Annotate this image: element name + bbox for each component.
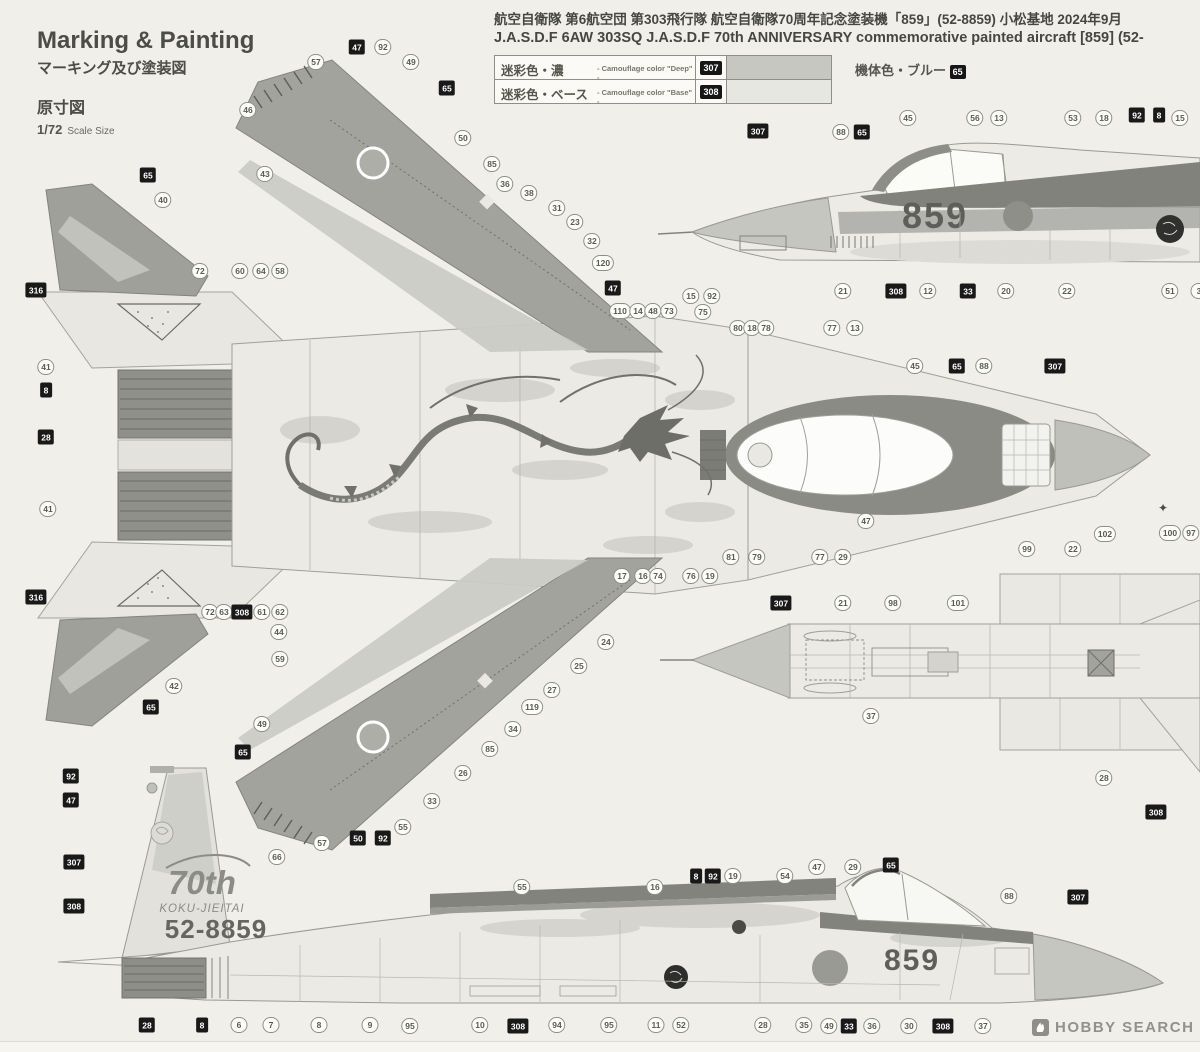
aircraft-header-english: J.A.S.D.F 6AW 303SQ J.A.S.D.F 70th ANNIV… bbox=[494, 30, 1144, 46]
nose-number-side: 859 bbox=[902, 195, 968, 236]
aircraft-header-japanese: 航空自衛隊 第6航空団 第303飛行隊 航空自衛隊70周年記念塗装機「859」(… bbox=[494, 12, 1122, 27]
hinomaru-profile bbox=[812, 950, 848, 986]
tail-emblem bbox=[150, 821, 174, 845]
star-icon: ✦ bbox=[1157, 501, 1169, 515]
watermark: HOBBY SEARCH bbox=[1032, 1019, 1194, 1036]
title-block: Marking & Painting マーキング及び塗装図 原寸図 1/72 Sc… bbox=[37, 27, 255, 138]
legend-row-base: 迷彩色・ベース - Camouflage color "Base" - 308 bbox=[495, 79, 831, 106]
tail-serial: 52-8859 bbox=[165, 914, 267, 944]
radome-underside bbox=[690, 623, 791, 699]
dragon-artwork bbox=[285, 354, 713, 503]
hobby-search-logo-icon bbox=[1032, 1019, 1049, 1036]
legend-deep-label-jp: 迷彩色・濃 bbox=[501, 64, 564, 78]
watermark-text: HOBBY SEARCH bbox=[1055, 1019, 1195, 1036]
paint-code-308: 308 bbox=[700, 84, 722, 99]
wing-roundel-position bbox=[356, 720, 390, 754]
tail-logo-70th: 70th bbox=[168, 864, 236, 901]
radome-profile bbox=[1032, 933, 1165, 1001]
swatch-base bbox=[726, 80, 831, 103]
wing-roundel-position bbox=[356, 146, 390, 180]
squadron-emblem-side bbox=[1156, 215, 1184, 243]
legend-base-label-en: - Camouflage color "Base" - bbox=[597, 88, 693, 106]
canopy-top bbox=[736, 414, 954, 496]
radome-side bbox=[690, 197, 837, 253]
scale-value: 1/72 bbox=[37, 122, 63, 137]
nose-number-profile: 859 bbox=[884, 944, 940, 977]
body-color-label: 機体色・ブルー bbox=[855, 63, 947, 78]
side-nose-view: 859 bbox=[657, 142, 1200, 264]
page-title-japanese: マーキング及び塗装図 bbox=[37, 60, 187, 77]
camouflage-legend: 迷彩色・濃 - Camouflage color "Deep" - 307 迷彩… bbox=[494, 55, 832, 106]
top-view-diagram bbox=[37, 59, 1151, 851]
spine-band bbox=[860, 162, 1200, 208]
aircraft-header: 航空自衛隊 第6航空団 第303飛行隊 航空自衛隊70周年記念塗装機「859」(… bbox=[494, 8, 1200, 46]
swatch-deep bbox=[726, 56, 831, 79]
full-profile-view: 70th KOKU-JIEITAI 52-8859 859 bbox=[57, 766, 1165, 1004]
sheet-edge bbox=[0, 1041, 1200, 1052]
paint-code-65: 65 bbox=[949, 65, 966, 79]
hinomaru-side bbox=[1003, 201, 1033, 231]
page-title: Marking & Painting bbox=[37, 27, 255, 54]
squadron-emblem-profile bbox=[664, 965, 688, 989]
scale-size: 1/72 Scale Size bbox=[37, 122, 254, 137]
legend-base-label-jp: 迷彩色・ベース bbox=[501, 88, 588, 102]
canopy-profile bbox=[844, 867, 987, 927]
paint-code-307: 307 bbox=[700, 60, 722, 75]
radome-top bbox=[1054, 419, 1151, 491]
scale-unit: Scale Size bbox=[67, 126, 115, 137]
legend-deep-label-en: - Camouflage color "Deep" - bbox=[597, 64, 693, 82]
tail-logo-koku-jieitai: KOKU-JIEITAI bbox=[159, 903, 244, 915]
body-color-note: 機体色・ブルー 65 bbox=[855, 60, 966, 79]
underside-view bbox=[660, 573, 1200, 773]
scale-label-japanese: 原寸図 bbox=[37, 100, 86, 117]
spine-band-profile bbox=[430, 878, 836, 908]
legend-row-deep: 迷彩色・濃 - Camouflage color "Deep" - 307 bbox=[495, 56, 831, 82]
